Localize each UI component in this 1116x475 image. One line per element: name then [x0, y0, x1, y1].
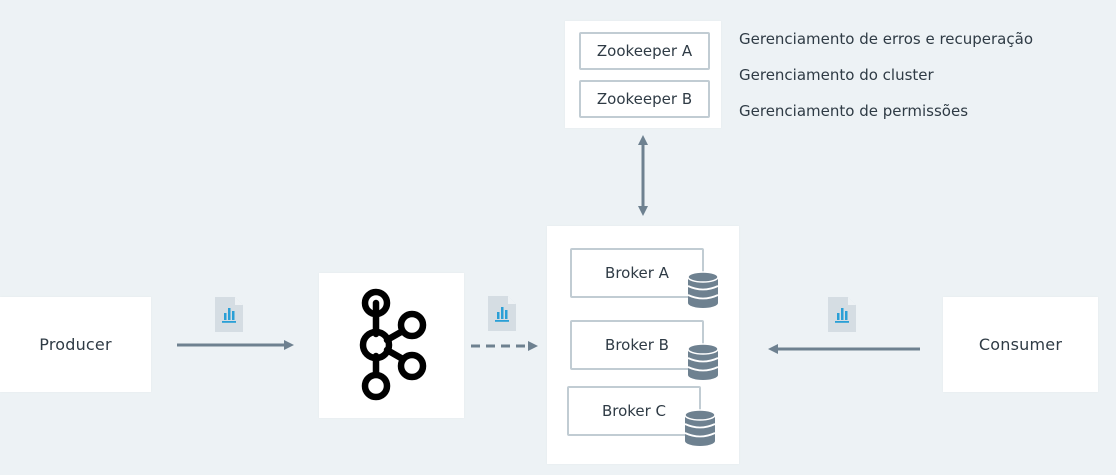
message-document-icon — [488, 296, 516, 331]
zookeeper-responsibility: Gerenciamento de permissões — [739, 102, 969, 120]
zookeeper-b-label: Zookeeper B — [596, 90, 693, 108]
consumer-label: Consumer — [978, 335, 1063, 354]
broker-c-label: Broker C — [601, 402, 667, 420]
zookeeper-responsibility: Gerenciamento do cluster — [739, 66, 934, 84]
kafka-node — [319, 273, 464, 418]
zookeeper-b: Zookeeper B — [579, 80, 710, 118]
broker-b: Broker B — [570, 320, 704, 370]
broker-a: Broker A — [570, 248, 704, 298]
broker-c: Broker C — [567, 386, 701, 436]
database-icon — [684, 409, 716, 446]
kafka-logo-icon — [359, 288, 427, 401]
database-icon — [687, 343, 719, 380]
broker-b-label: Broker B — [605, 336, 669, 354]
broker-a-label: Broker A — [605, 264, 669, 282]
zookeeper-responsibility: Gerenciamento de erros e recuperação — [739, 30, 1033, 48]
database-icon — [687, 271, 719, 308]
producer-node: Producer — [0, 297, 151, 392]
consumer-node: Consumer — [943, 297, 1098, 392]
producer-label: Producer — [39, 335, 112, 354]
zookeeper-a-label: Zookeeper A — [596, 42, 693, 60]
zookeeper-a: Zookeeper A — [579, 32, 710, 70]
message-document-icon — [215, 297, 243, 332]
message-document-icon — [828, 297, 856, 332]
